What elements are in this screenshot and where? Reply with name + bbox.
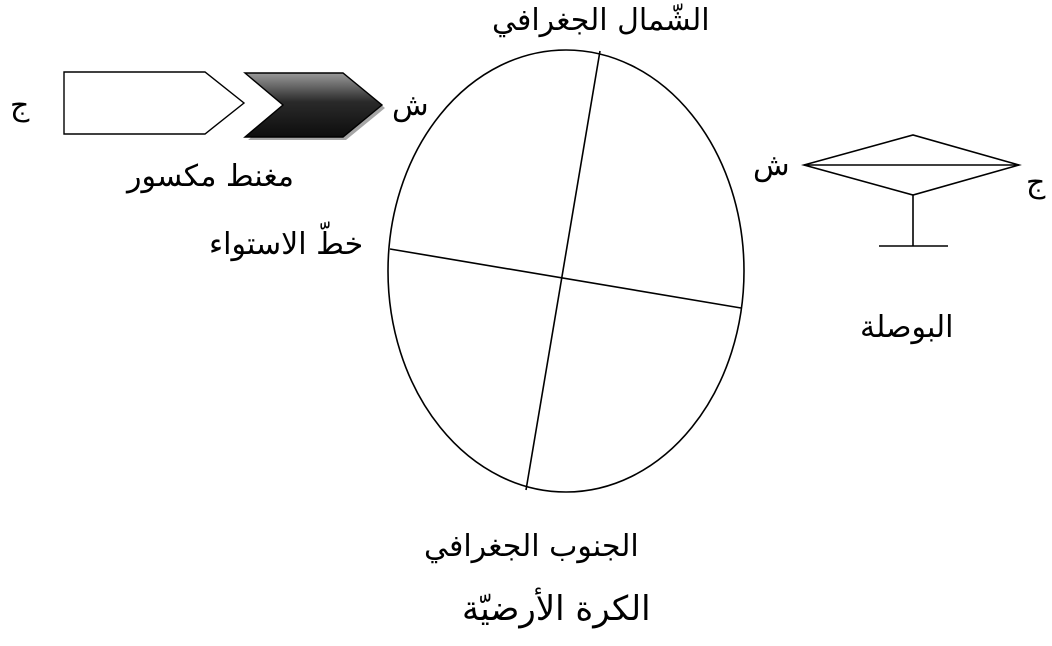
geographic-south-label: الجنوب الجغرافي [424, 532, 639, 562]
magnet-north-pole-label: ش [392, 91, 429, 121]
equator-label: خطّ الاستواء [209, 230, 363, 260]
earth-globe [388, 50, 744, 492]
earth-outline [388, 50, 744, 492]
axis-line [526, 51, 600, 490]
magnet-dark-piece [245, 73, 382, 137]
earth-title: الكرة الأرضيّة [462, 592, 651, 626]
compass [804, 135, 1019, 246]
magnet-light-piece [64, 72, 244, 134]
compass-label: البوصلة [860, 313, 954, 343]
compass-south-pole-label: ج [1026, 168, 1045, 198]
geographic-north-label: الشّمال الجغرافي [492, 6, 710, 36]
broken-magnet-label: مغنط مكسور [127, 162, 294, 192]
magnet-south-pole-label: ج [10, 91, 29, 121]
compass-north-pole-label: ش [753, 151, 790, 181]
broken-magnet [64, 72, 385, 140]
